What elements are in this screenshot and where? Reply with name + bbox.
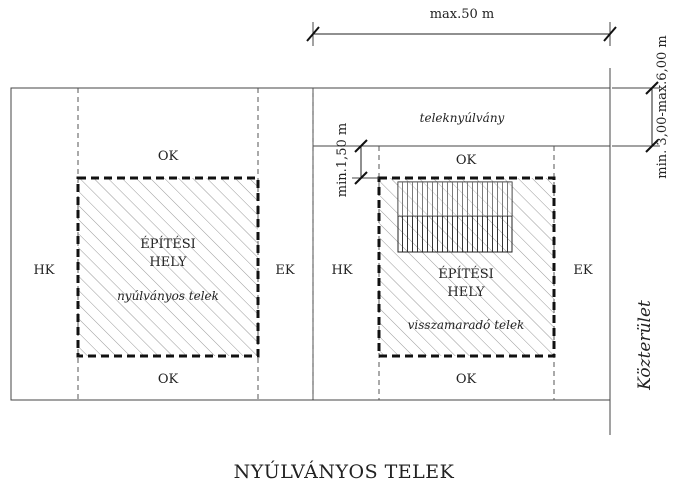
left-zone-caption: nyúlványos telek — [117, 289, 219, 303]
right-zone-line2: HELY — [447, 285, 485, 300]
left-building-zone — [76, 176, 260, 358]
right-plot-left-label: HK — [331, 263, 352, 278]
setback-range-label: min. 3,00-max.6,00 m — [655, 35, 670, 178]
right-side-label: EK — [275, 263, 294, 278]
flag-strip-label: teleknyúlvány — [420, 111, 505, 125]
right-zone-line1: ÉPÍTÉSI — [438, 266, 494, 282]
right-plot-labels: teleknyúlvány OK OK HK EK ÉPÍTÉSI HELY v… — [331, 111, 592, 387]
diagram-title: NYÚLVÁNYOS TELEK — [234, 460, 455, 483]
left-back-label: OK — [158, 372, 179, 387]
right-back-label: OK — [456, 372, 477, 387]
max-width-label: max.50 m — [430, 7, 495, 22]
left-front-label: OK — [158, 149, 179, 164]
left-zone-line1: ÉPÍTÉSI — [140, 236, 196, 252]
min-offset-dimension: min.1,50 m — [335, 123, 379, 197]
right-zone-caption: visszamaradó telek — [408, 318, 525, 332]
min-offset-label: min.1,50 m — [335, 123, 350, 197]
right-front-label: OK — [456, 153, 477, 168]
max-width-dimension: max.50 m — [306, 7, 617, 46]
existing-building — [397, 181, 513, 253]
right-plot-right-label: EK — [573, 263, 592, 278]
left-side-label: HK — [33, 263, 54, 278]
left-zone-line2: HELY — [149, 255, 187, 270]
left-plot-labels: OK OK HK EK ÉPÍTÉSI HELY nyúlványos tele… — [33, 149, 294, 387]
street-label: Közterület — [635, 300, 655, 391]
setback-range-dimension: min. 3,00-max.6,00 m — [612, 35, 670, 179]
